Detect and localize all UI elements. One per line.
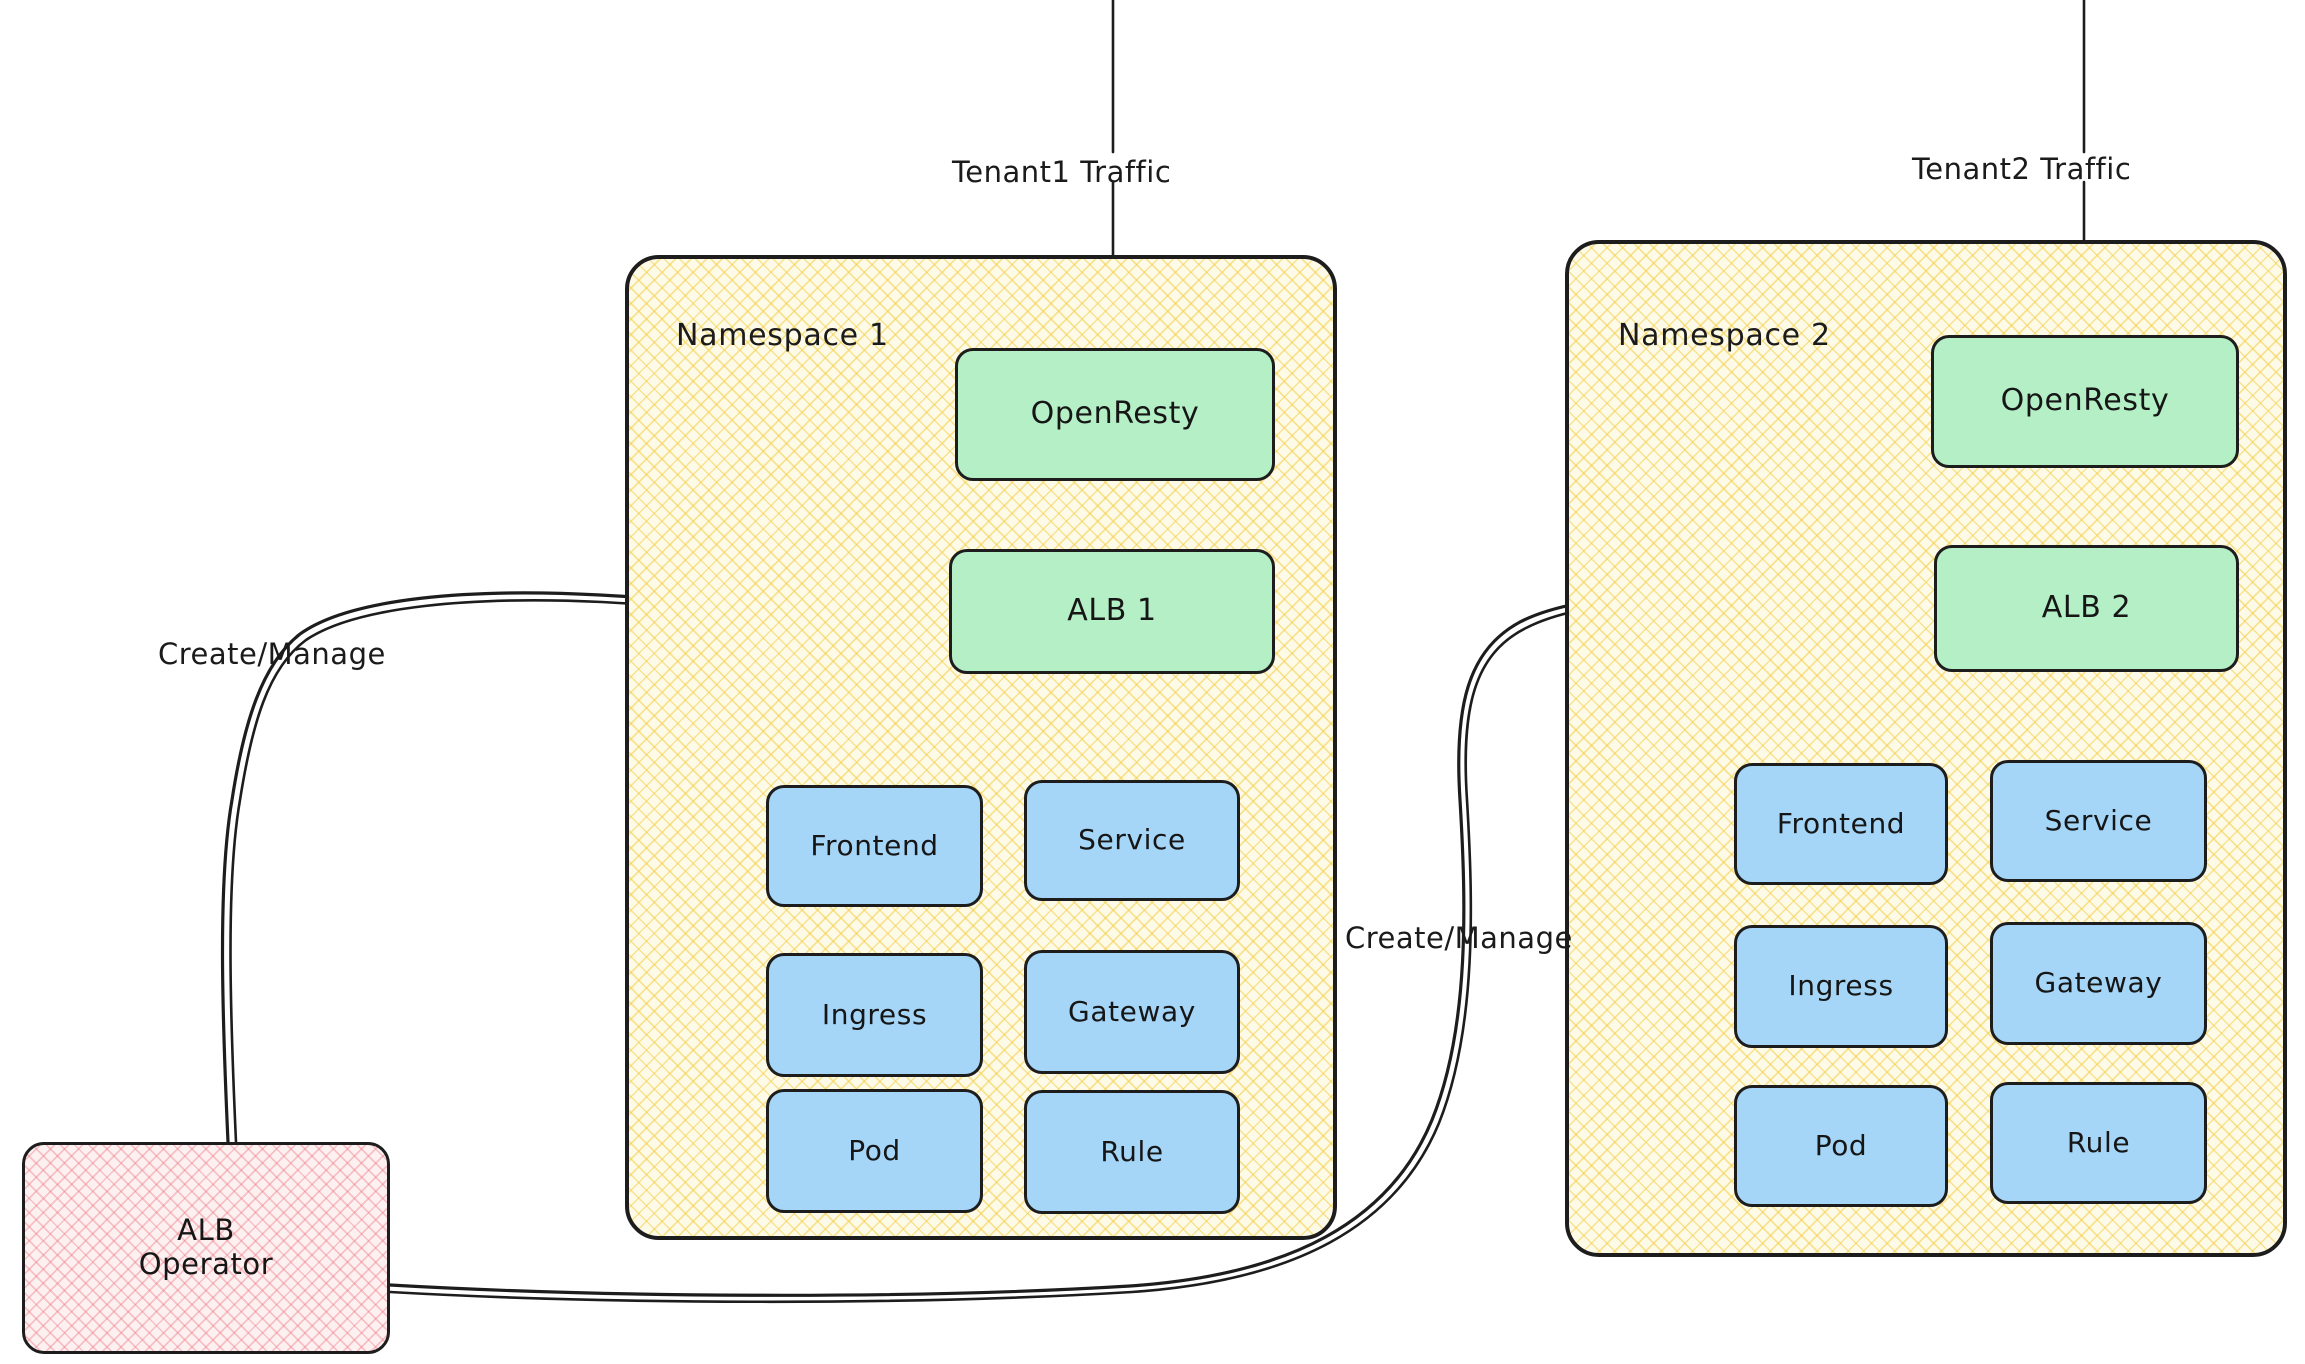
node-alb-2[interactable]: ALB 2 xyxy=(1934,545,2239,672)
node-alb-1[interactable]: ALB 1 xyxy=(949,549,1275,674)
alb-operator-line2: Operator xyxy=(138,1247,274,1281)
namespace-title-2: Namespace 2 xyxy=(1618,318,1831,353)
label-tenant1-traffic: Tenant1 Traffic xyxy=(952,155,1172,189)
namespace-title-1: Namespace 1 xyxy=(676,318,889,353)
node-resource-rule-ns1[interactable]: Rule xyxy=(1024,1090,1240,1214)
node-resource-ingress-ns1[interactable]: Ingress xyxy=(766,953,983,1077)
node-resource-frontend-ns1[interactable]: Frontend xyxy=(766,785,983,907)
node-resource-rule-ns2[interactable]: Rule xyxy=(1990,1082,2207,1204)
node-alb-operator[interactable]: ALB Operator xyxy=(22,1142,390,1354)
label-create-manage-2: Create/Manage xyxy=(1345,921,1573,955)
node-resource-pod-ns1[interactable]: Pod xyxy=(766,1089,983,1213)
label-tenant2-traffic: Tenant2 Traffic xyxy=(1912,152,2132,186)
label-create-manage-1: Create/Manage xyxy=(158,637,386,671)
node-resource-pod-ns2[interactable]: Pod xyxy=(1734,1085,1948,1207)
node-resource-gateway-ns1[interactable]: Gateway xyxy=(1024,950,1240,1074)
node-openresty-ns1[interactable]: OpenResty xyxy=(955,348,1275,481)
node-resource-frontend-ns2[interactable]: Frontend xyxy=(1734,763,1948,885)
node-resource-gateway-ns2[interactable]: Gateway xyxy=(1990,922,2207,1045)
node-resource-service-ns1[interactable]: Service xyxy=(1024,780,1240,901)
alb-operator-line1: ALB xyxy=(177,1213,235,1248)
node-resource-service-ns2[interactable]: Service xyxy=(1990,760,2207,882)
node-resource-ingress-ns2[interactable]: Ingress xyxy=(1734,925,1948,1048)
node-openresty-ns2[interactable]: OpenResty xyxy=(1931,335,2239,468)
